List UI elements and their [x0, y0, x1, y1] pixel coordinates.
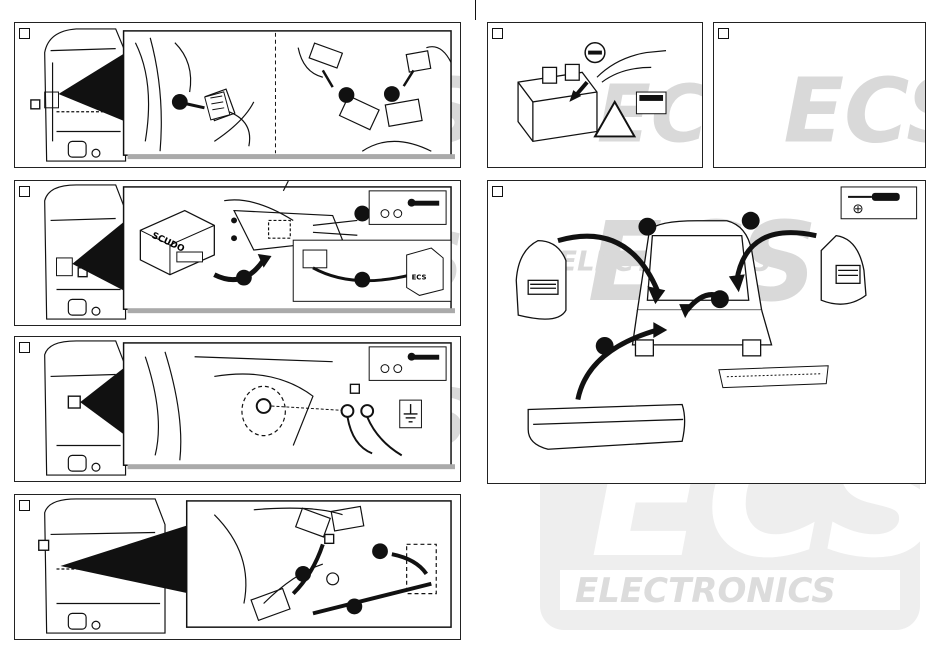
step-panel-3: ECS — [14, 336, 461, 482]
zoom-callout-wedge — [72, 220, 125, 291]
callout-marker-1 — [638, 218, 656, 236]
step-panel-7: ECS ELECTRONICS — [487, 180, 926, 484]
step-3-illustration: ECS — [15, 337, 460, 481]
page-divider — [475, 0, 476, 20]
tool-box — [841, 187, 917, 219]
fuse-box-label: ECS — [412, 274, 427, 282]
callout-marker-3 — [354, 272, 370, 288]
zoom-box — [187, 501, 451, 627]
zoom-box-shadow — [128, 308, 455, 313]
zoom-box-shadow — [128, 154, 455, 159]
callout-marker-3 — [384, 86, 400, 102]
zoom-box — [124, 31, 451, 155]
tool-box — [369, 347, 446, 381]
callout-marker-1 — [372, 543, 388, 559]
callout-marker-4 — [596, 337, 614, 355]
zoom-marker — [45, 92, 59, 108]
ground-point — [257, 399, 271, 413]
zoom-marker — [57, 258, 73, 276]
zoom-callout-wedge — [60, 525, 189, 594]
substep-checkbox[interactable] — [31, 100, 40, 109]
step-2-illustration: ECS SCUDO — [15, 181, 460, 325]
step-panel-6: ECS — [713, 22, 926, 168]
substep-checkbox[interactable] — [39, 540, 49, 550]
step-panel-4: ECS ELECTRONICS — [14, 494, 461, 640]
radio-code-strip — [639, 95, 663, 101]
right-tail-light — [821, 236, 866, 305]
callout-marker-3 — [711, 290, 729, 308]
callout-marker-2 — [339, 87, 355, 103]
zoom-box-shadow — [128, 464, 455, 469]
step-4-illustration: ECS ELECTRONICS — [15, 495, 460, 639]
watermark-brand: ELECTRONICS — [575, 571, 836, 611]
left-tail-light — [516, 241, 566, 319]
zoom-callout-wedge — [80, 367, 125, 436]
bolt-hole — [231, 217, 237, 223]
trim-strip — [719, 366, 828, 388]
callout-marker-3 — [346, 599, 362, 615]
step-6-watermark: ECS — [714, 23, 925, 167]
callout-marker-2 — [295, 566, 311, 582]
bolt-hole — [231, 235, 237, 241]
tool-box — [369, 191, 446, 225]
minus-sign — [588, 51, 602, 55]
rear-bumper — [528, 405, 684, 450]
battery — [518, 64, 597, 141]
step-panel-2: ECS SCUDO — [14, 180, 461, 326]
fuse-box: ECS — [407, 248, 443, 295]
substep-checkbox[interactable] — [325, 534, 334, 543]
watermark-logo: ECS — [784, 59, 926, 162]
callout-marker-1 — [236, 270, 252, 286]
substep-checkbox[interactable] — [68, 396, 80, 408]
callout-marker-2 — [742, 212, 760, 230]
callout-marker-2 — [354, 206, 370, 222]
substep-checkbox[interactable] — [350, 384, 359, 393]
callout-marker-1 — [172, 94, 188, 110]
battery-illustration: ECS — [488, 23, 702, 167]
step-1-illustration: ECS — [15, 23, 460, 167]
step-panel-5: ECS — [487, 22, 703, 168]
bumper-removal-illustration: ECS ELECTRONICS — [488, 181, 925, 483]
step-panel-1: ECS — [14, 22, 461, 168]
